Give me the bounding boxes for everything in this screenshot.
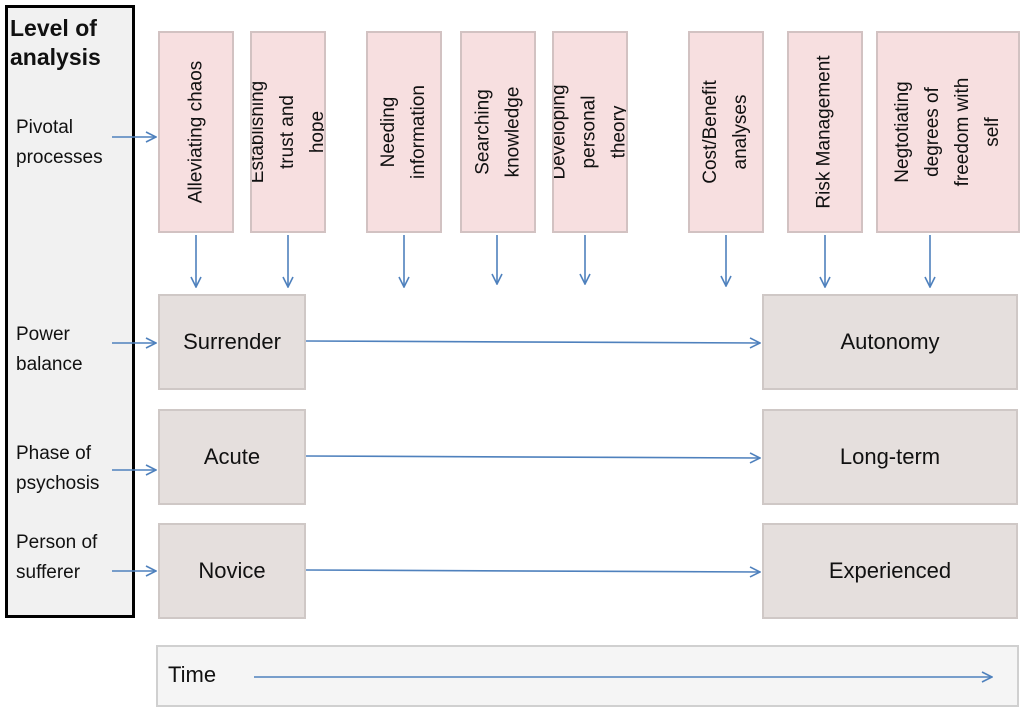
stage-acute: Acute [158,409,306,505]
process-searching-knowledge: Searching knowledge [460,31,536,233]
process-establishing-trust: Establishing trust and hope [250,31,326,233]
process-risk-management: Risk Management [787,31,863,233]
row-label-power-balance: Power balance [16,324,83,375]
stage-surrender: Surrender [158,294,306,390]
process-negotiating-freedom: Negtotiating degrees of freedom with sel… [876,31,1020,233]
row-label-person-of-sufferer: Person of sufferer [16,532,98,583]
process-cost-benefit: Cost/Benefit analyses [688,31,764,233]
panel-title: Level of analysis [10,15,101,70]
arrow-novice-experienced [305,570,760,572]
row-label-phase-of-psychosis: Phase of psychosis [16,443,100,494]
stage-long-term: Long-term [762,409,1018,505]
stage-novice: Novice [158,523,306,619]
process-developing-personal-theory: Developing personal theory [552,31,628,233]
stage-autonomy: Autonomy [762,294,1018,390]
arrow-acute-longterm [305,456,760,458]
process-alleviating-chaos: Alleviating chaos [158,31,234,233]
stage-experienced: Experienced [762,523,1018,619]
time-label: Time [168,662,217,687]
time-axis-box: Time [156,645,1019,707]
process-needing-information: Needing information [366,31,442,233]
level-of-analysis-panel [5,5,135,618]
row-label-pivotal-processes: Pivotal processes [16,117,103,168]
arrow-surrender-autonomy [305,341,760,343]
